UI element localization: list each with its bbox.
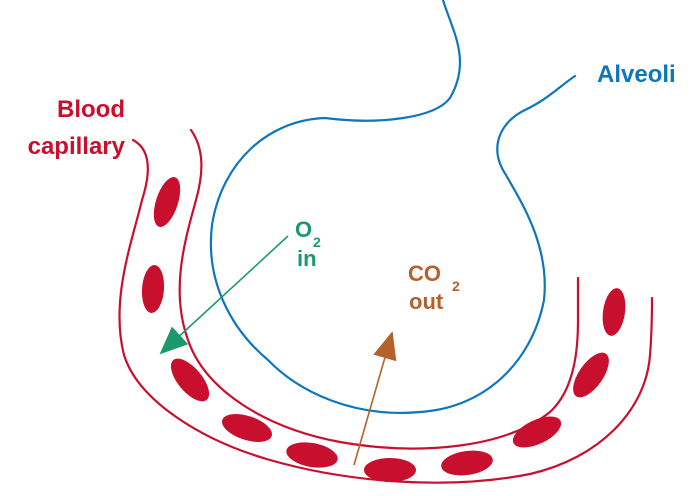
alveolus-outline: [209, 0, 577, 414]
red-blood-cell: [573, 352, 609, 398]
oxygen-in-arrow: [159, 235, 289, 355]
carbon-dioxide-symbol: CO: [408, 261, 441, 286]
red-blood-cells: [141, 177, 626, 482]
oxygen-direction-label: in: [297, 246, 317, 271]
red-blood-cell: [512, 416, 562, 448]
red-blood-cell: [153, 177, 181, 227]
alveoli-label: Alveoli: [597, 61, 676, 88]
blood-capillary-label-line1: Blood: [57, 96, 125, 123]
red-blood-cell: [441, 450, 493, 476]
red-blood-cell: [141, 265, 165, 313]
blood-capillary-label-line2: capillary: [28, 133, 126, 160]
oxygen-symbol: O: [295, 217, 312, 242]
red-blood-cell: [170, 358, 210, 402]
red-blood-cell: [221, 414, 273, 442]
carbon-dioxide-direction-label: out: [409, 289, 444, 314]
capillary-outer-wall: [118, 138, 654, 484]
red-blood-cell: [364, 458, 416, 482]
carbon-dioxide-out-arrow: [353, 331, 397, 466]
carbon-dioxide-subscript: 2: [452, 278, 460, 294]
red-blood-cell: [602, 288, 626, 336]
red-blood-cell: [286, 442, 338, 468]
oxygen-subscript: 2: [313, 234, 321, 250]
capillary-inner-wall: [178, 128, 580, 450]
